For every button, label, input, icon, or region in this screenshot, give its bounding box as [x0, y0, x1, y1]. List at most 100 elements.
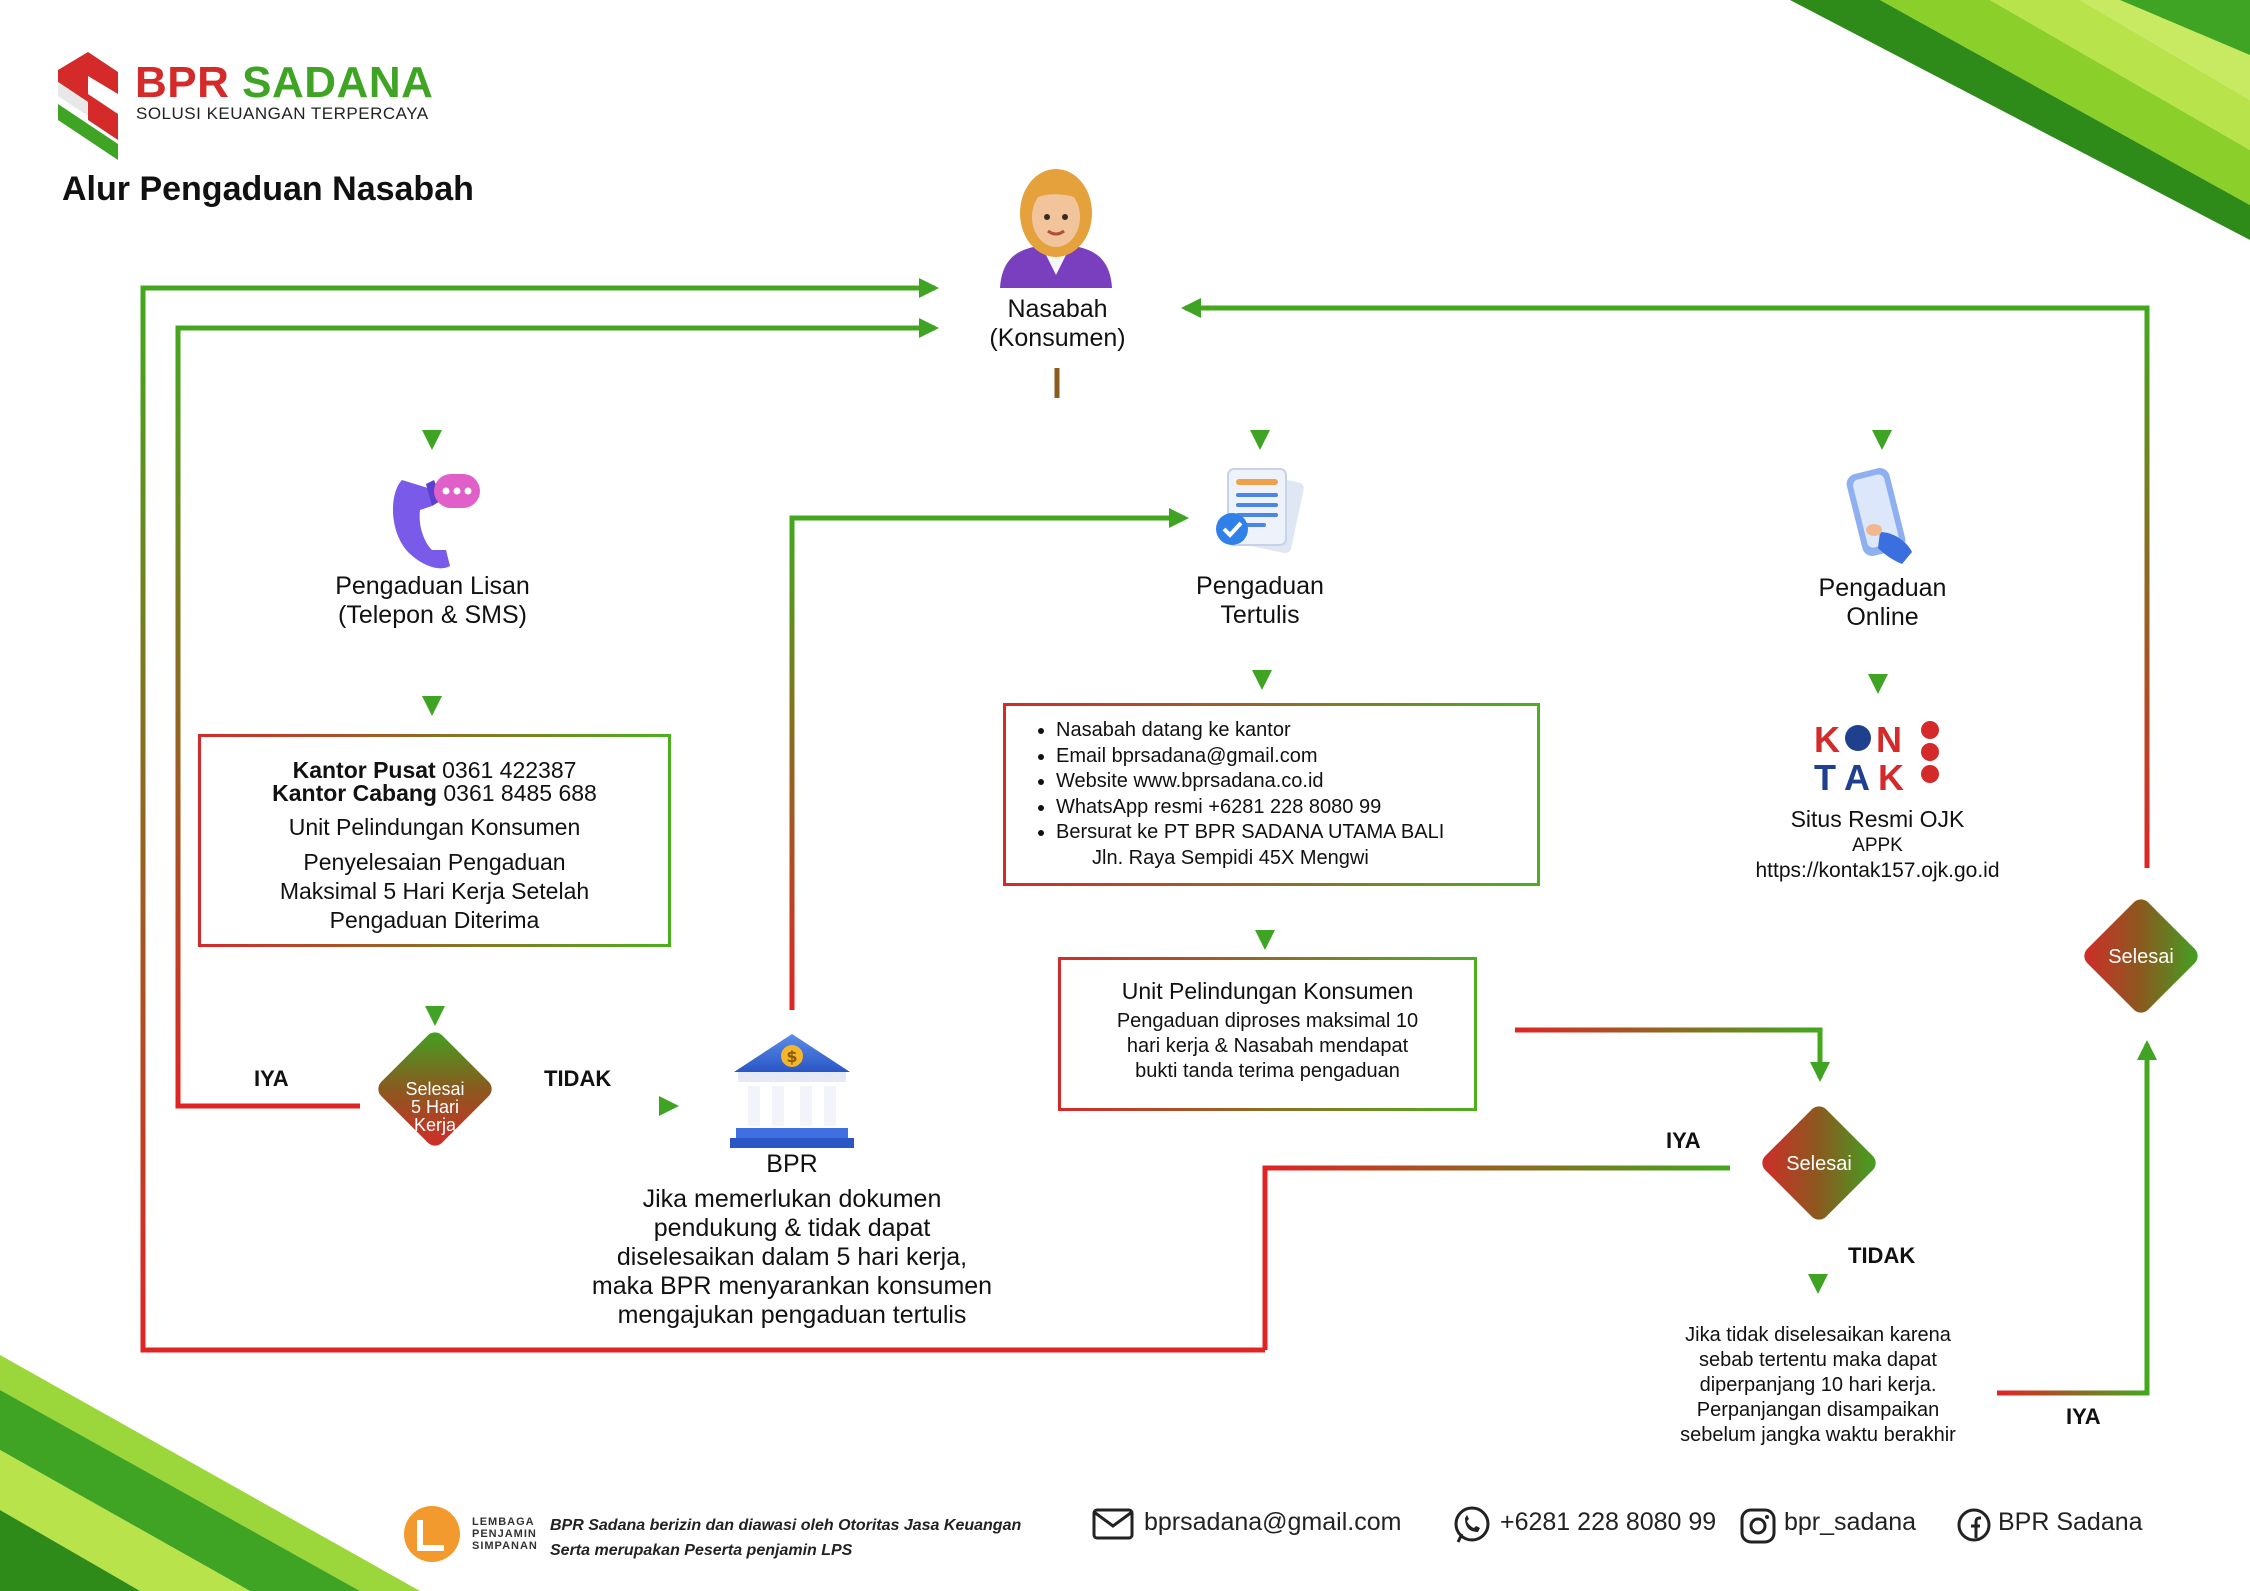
brand-name-part1: BPR	[135, 58, 230, 107]
line-d2-iya	[1262, 1165, 1730, 1350]
channel-item: Bersurat ke PT BPR SADANA UTAMA BALI	[1056, 820, 1537, 846]
lisan-unit: Unit Pelindungan Konsumen	[288, 814, 581, 840]
unit-title: Unit Pelindungan Konsumen	[1121, 978, 1414, 1004]
bpr-label: BPR	[766, 1150, 818, 1178]
kantor-cabang-phone: 0361 8485 688	[443, 780, 597, 806]
extension-note-line2: sebab tertentu maka dapat	[1699, 1349, 1937, 1371]
instagram-icon	[1740, 1508, 1776, 1544]
bpr-note-line5: mengajukan pengaduan tertulis	[617, 1301, 967, 1329]
tertulis-address: Jln. Raya Sempidi 45X Mengwi	[1092, 846, 1369, 869]
decision-2-no-label: TIDAK	[1848, 1243, 1916, 1268]
arrow-extension-to-d3	[1997, 1040, 2157, 1396]
footer-facebook[interactable]: BPR Sadana	[1998, 1508, 2143, 1536]
footer-legal-line1: BPR Sadana berizin dan diawasi oleh Otor…	[550, 1517, 1022, 1534]
lps-text: LEMBAGA PENJAMIN SIMPANAN	[472, 1516, 538, 1552]
tertulis-channels-box: Nasabah datang ke kantor Email bprsadana…	[1003, 703, 1540, 886]
lisan-note: Penyelesaian Pengaduan Maksimal 5 Hari K…	[201, 848, 668, 935]
decision-3-label: Selesai	[2108, 946, 2174, 968]
lisan-title-line1: Pengaduan Lisan	[335, 572, 530, 600]
mobile-phone-icon	[1846, 468, 1912, 564]
online-title: Pengaduan Online	[1770, 574, 1995, 632]
ojk-site-label: Situs Resmi OJK	[1790, 806, 1965, 832]
decision-diamond-3	[2084, 899, 2198, 1013]
brand-name: BPR SADANA	[135, 58, 433, 108]
facebook-icon	[1957, 1508, 1991, 1542]
unit-pelindungan-box: Unit Pelindungan Konsumen Pengaduan dipr…	[1058, 957, 1477, 1111]
extension-note-line3: diperpanjang 10 hari kerja.	[1699, 1374, 1937, 1396]
extension-note-line5: sebelum jangka waktu berakhir	[1680, 1424, 1956, 1446]
decision-1-no-label: TIDAK	[544, 1066, 612, 1091]
kontak157-logo-icon: K N T A K	[1814, 719, 1939, 798]
lisan-info-box: Kantor Pusat 0361 422387 Kantor Cabang 0…	[198, 734, 671, 947]
lps-line1: LEMBAGA	[472, 1516, 535, 1528]
line-iya-loop	[175, 318, 939, 1109]
svg-text:A: A	[1844, 757, 1870, 794]
kantor-pusat-phone: 0361 422387	[442, 757, 577, 783]
decision-2-yes-label: IYA	[1666, 1128, 1701, 1153]
kantor-pusat-row: Kantor Pusat 0361 422387	[201, 759, 668, 782]
customer-label-line1: Nasabah	[1007, 295, 1108, 323]
footer-instagram[interactable]: bpr_sadana	[1784, 1508, 1917, 1536]
tertulis-channels-list: Nasabah datang ke kantor Email bprsadana…	[1006, 718, 1537, 846]
customer-avatar-icon	[1000, 169, 1112, 288]
decision-1-line2: 5 Hari	[410, 1097, 459, 1117]
decision-1-line1: Selesai	[405, 1079, 465, 1099]
tertulis-title-line2: Tertulis	[1220, 601, 1300, 629]
decision-diamond-2	[1762, 1106, 1876, 1220]
decision-1-yes-label: IYA	[254, 1066, 289, 1091]
document-icon	[1216, 468, 1304, 554]
unit-note-line3: bukti tanda terima pengaduan	[1135, 1060, 1400, 1082]
extension-note-line4: Perpanjangan disampaikan	[1696, 1399, 1940, 1421]
channel-item: Email bprsadana@gmail.com	[1056, 744, 1537, 770]
bpr-note-line4: maka BPR menyarankan konsumen	[591, 1272, 993, 1300]
channel-item: Nasabah datang ke kantor	[1056, 718, 1537, 744]
svg-text:K: K	[1814, 719, 1840, 760]
bpr-note-line3: diselesaikan dalam 5 hari kerja,	[616, 1243, 968, 1271]
kantor-cabang-label: Kantor Cabang	[272, 780, 437, 806]
bpr-note-line2: pendukung & tidak dapat	[653, 1214, 931, 1242]
lisan-title: Pengaduan Lisan (Telepon & SMS)	[280, 572, 585, 630]
unit-note-line1: Pengaduan diproses maksimal 10	[1116, 1010, 1419, 1032]
footer-legal-line2: Serta merupakan Peserta penjamin LPS	[550, 1542, 853, 1559]
extension-note: Jika tidak diselesaikan karena sebab ter…	[1612, 1323, 2024, 1448]
svg-text:T: T	[1814, 757, 1836, 794]
footer-email[interactable]: bprsadana@gmail.com	[1144, 1508, 1402, 1536]
online-info: Situs Resmi OJK APPK https://kontak157.o…	[1720, 804, 2035, 884]
page-title: Alur Pengaduan Nasabah	[62, 170, 474, 208]
customer-label: Nasabah (Konsumen)	[940, 295, 1175, 353]
corner-stripes-bottom-left	[0, 1355, 420, 1591]
footer-phone[interactable]: +6281 228 8080 99	[1500, 1508, 1717, 1536]
decision-1-line3: Kerja	[413, 1115, 457, 1135]
channel-item: WhatsApp resmi +6281 228 8080 99	[1056, 795, 1537, 821]
tertulis-title: Pengaduan Tertulis	[1150, 572, 1370, 630]
corner-stripes-top-right	[1790, 0, 2250, 240]
ojk-url[interactable]: https://kontak157.ojk.go.id	[1755, 859, 2000, 882]
unit-note-line2: hari kerja & Nasabah mendapat	[1126, 1035, 1409, 1057]
arrow-d3-to-nasabah	[1181, 298, 2150, 868]
bank-icon: $	[730, 1034, 854, 1148]
extension-note-line1: Jika tidak diselesaikan karena	[1685, 1324, 1951, 1346]
lps-line2: PENJAMIN	[472, 1528, 537, 1540]
whatsapp-icon	[1454, 1506, 1490, 1543]
online-title-line1: Pengaduan	[1818, 574, 1947, 602]
decision-1-label: Selesai 5 Hari Kerja	[385, 1080, 485, 1134]
decision-2-label: Selesai	[1786, 1153, 1852, 1175]
line-outer-loop	[140, 278, 1265, 1353]
channel-item: Website www.bprsadana.co.id	[1056, 769, 1537, 795]
lisan-title-line2: (Telepon & SMS)	[338, 601, 527, 629]
unit-note: Pengaduan diproses maksimal 10 hari kerj…	[1061, 1009, 1474, 1084]
lisan-note-line1: Penyelesaian Pengaduan	[303, 849, 566, 875]
lps-logo-icon	[404, 1506, 460, 1562]
arrow-unit-to-d2	[1515, 1027, 1830, 1082]
svg-text:$: $	[786, 1047, 797, 1066]
kantor-pusat-label: Kantor Pusat	[292, 757, 436, 783]
brand-name-part2: SADANA	[242, 58, 434, 107]
appk-label: APPK	[1852, 835, 1903, 856]
kantor-cabang-row: Kantor Cabang 0361 8485 688	[201, 782, 668, 805]
tertulis-title-line1: Pengaduan	[1196, 572, 1324, 600]
lps-line3: SIMPANAN	[472, 1540, 538, 1552]
customer-label-line2: (Konsumen)	[989, 324, 1126, 352]
extension-yes-label: IYA	[2066, 1404, 2101, 1429]
lisan-note-line2: Maksimal 5 Hari Kerja Setelah	[279, 878, 590, 904]
